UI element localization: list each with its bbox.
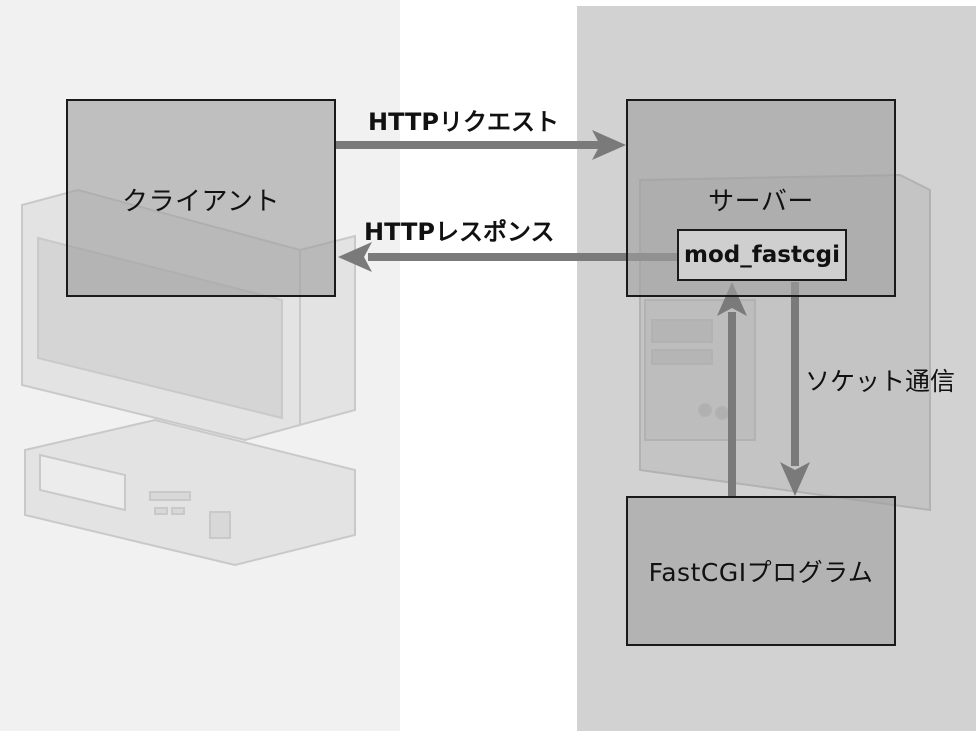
mod-fastcgi-box: mod_fastcgi: [677, 229, 847, 281]
http-response-label: HTTPレスポンス: [364, 218, 555, 246]
http-request-label: HTTPリクエスト: [368, 108, 559, 136]
request-arrowhead: [592, 130, 626, 160]
socket-up-arrowhead: [717, 282, 747, 316]
response-arrowhead: [338, 242, 372, 272]
server-label: サーバー: [708, 187, 814, 217]
socket-down-arrowhead: [780, 462, 810, 496]
arrows: [336, 130, 810, 496]
mod-fastcgi-label: mod_fastcgi: [684, 242, 840, 268]
fastcgi-program-box: FastCGIプログラム: [626, 496, 896, 646]
server-box: サーバー: [626, 99, 896, 297]
client-label: クライアント: [122, 187, 280, 217]
socket-communication-label: ソケット通信: [805, 367, 956, 396]
fastcgi-program-label: FastCGIプログラム: [648, 558, 874, 587]
client-box: クライアント: [66, 99, 336, 297]
